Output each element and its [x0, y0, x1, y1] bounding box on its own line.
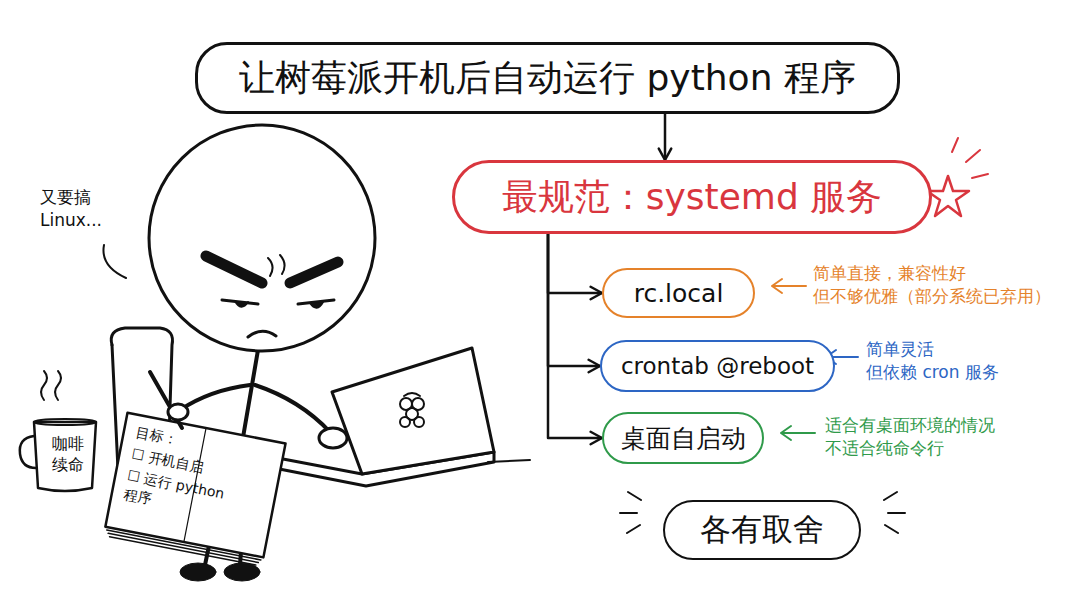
annotation: 适合有桌面环境的情况 不适合纯命令行 [825, 415, 995, 458]
stress-mark [268, 255, 285, 276]
connector [548, 234, 600, 372]
raspberry-logo [400, 393, 424, 427]
method-box: rc.local [602, 268, 755, 318]
mouth [248, 331, 276, 337]
annotation: 简单直接，兼容性好 但不够优雅（部分系统已弃用） [813, 263, 1051, 306]
summary-box: 各有取舍 [663, 500, 861, 560]
node-text: 各有取舍 [700, 509, 824, 551]
steam [41, 371, 47, 400]
leader-arrow [772, 279, 806, 293]
arrow-head [591, 432, 602, 444]
connector-line [548, 234, 602, 293]
connector-line [548, 234, 600, 366]
speech-text-block: 又要搞 Linux... [40, 186, 120, 232]
eyebrow [290, 262, 338, 283]
title-box: 让树莓派开机后自动运行 python 程序 [195, 42, 900, 114]
coffee-mug-stroke [34, 419, 96, 425]
coffee-mug-stroke [34, 422, 96, 491]
node-text: rc.local [634, 279, 724, 308]
annotation: 简单灵活 但依赖 cron 服务 [866, 339, 999, 382]
connector [548, 234, 602, 444]
arrow-head [591, 287, 602, 299]
node-text: 咖啡 续命 [50, 434, 86, 476]
node-text: 最规范：systemd 服务 [502, 173, 882, 222]
node-text: 让树莓派开机后自动运行 python 程序 [239, 54, 856, 103]
head [149, 125, 375, 351]
wrap-guide [946, 338, 1026, 346]
leader-arrow [781, 426, 815, 440]
speech-line [103, 245, 126, 278]
speech-text: 又要搞 Linux... [40, 187, 102, 230]
coffee-mug-stroke [20, 436, 36, 468]
coffee-mug: 咖啡 续命 [16, 416, 101, 494]
desk-edge [488, 460, 530, 462]
arrow-head [589, 360, 600, 372]
eye [235, 301, 248, 307]
hand [168, 404, 188, 420]
notebook-stroke [106, 530, 261, 566]
wrap-guide [985, 262, 1063, 270]
annotation-block: 适合有桌面环境的情况 不适合纯命令行 [825, 414, 1010, 460]
connector [548, 234, 602, 299]
node-text: crontab @reboot [621, 353, 814, 379]
recommended-box: 最规范：systemd 服务 [452, 160, 932, 234]
node-text: 桌面自启动 [621, 422, 746, 455]
logo-dot [414, 417, 424, 427]
star [927, 176, 969, 216]
steam [55, 371, 61, 400]
chair-side [112, 345, 118, 470]
foot [224, 563, 260, 581]
arm [255, 385, 330, 432]
arrow-head [659, 149, 671, 160]
connector-line [548, 234, 602, 438]
arm [180, 385, 250, 410]
connector-line [664, 114, 667, 160]
emphasis-marks [620, 492, 641, 533]
laptop-lid [332, 348, 494, 474]
accent-marks [952, 138, 988, 178]
eyebrow [206, 256, 262, 283]
logo-leaf [404, 393, 420, 396]
annotation-block: 简单直接，兼容性好 但不够优雅（部分系统已弃用） [813, 262, 1063, 308]
emphasis-marks [884, 492, 905, 533]
hand [319, 428, 347, 448]
annotation-block: 简单灵活 但依赖 cron 服务 [866, 338, 1026, 384]
method-box: crontab @reboot [600, 340, 835, 392]
method-box: 桌面自启动 [602, 412, 764, 464]
connector [659, 114, 671, 160]
foot [180, 563, 216, 581]
eye [310, 302, 323, 308]
logo-dot [400, 417, 410, 427]
notebook: 目标：☐ 开机自启☐ 运行 python 程序 [101, 410, 288, 569]
